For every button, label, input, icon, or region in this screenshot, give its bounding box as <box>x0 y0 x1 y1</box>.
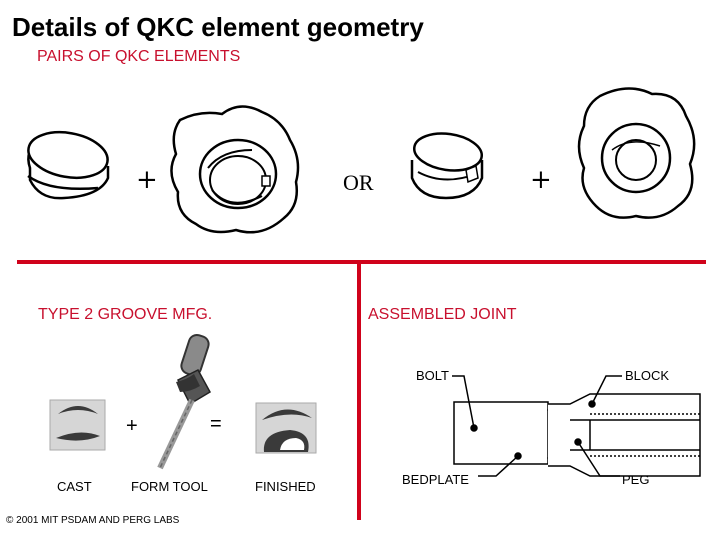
page-title: Details of QKC element geometry <box>12 12 424 42</box>
block-label: BLOCK <box>625 368 670 383</box>
plus-sign-top-left: + <box>136 165 158 195</box>
qkc-block-element-2 <box>577 87 696 219</box>
equals-sign: = <box>210 413 222 435</box>
copyright-footer: © 2001 MIT PSDAM AND PERG LABS <box>6 515 180 526</box>
qkc-block-element-1 <box>170 105 300 234</box>
assembled-joint-heading: ASSEMBLED JOINT <box>368 306 517 323</box>
bolt-label: BOLT <box>416 368 449 383</box>
or-label: OR <box>343 170 374 195</box>
form-tool-label: FORM TOOL <box>131 479 208 494</box>
qkc-bolt-element-1 <box>27 130 110 200</box>
finished-part-image <box>255 402 317 454</box>
finished-label: FINISHED <box>255 479 316 494</box>
plus-sign-groove: + <box>126 415 138 437</box>
cast-part-image <box>49 399 106 451</box>
cast-label: CAST <box>57 479 92 494</box>
bedplate-label: BEDPLATE <box>402 472 469 487</box>
groove-mfg-heading: TYPE 2 GROOVE MFG. <box>38 306 213 323</box>
assembled-joint-diagram <box>452 375 701 477</box>
plus-sign-top-right: + <box>530 165 552 195</box>
form-tool-image <box>157 333 212 470</box>
section-subtitle: PAIRS OF QKC ELEMENTS <box>37 48 241 65</box>
qkc-bolt-element-2 <box>410 132 484 200</box>
